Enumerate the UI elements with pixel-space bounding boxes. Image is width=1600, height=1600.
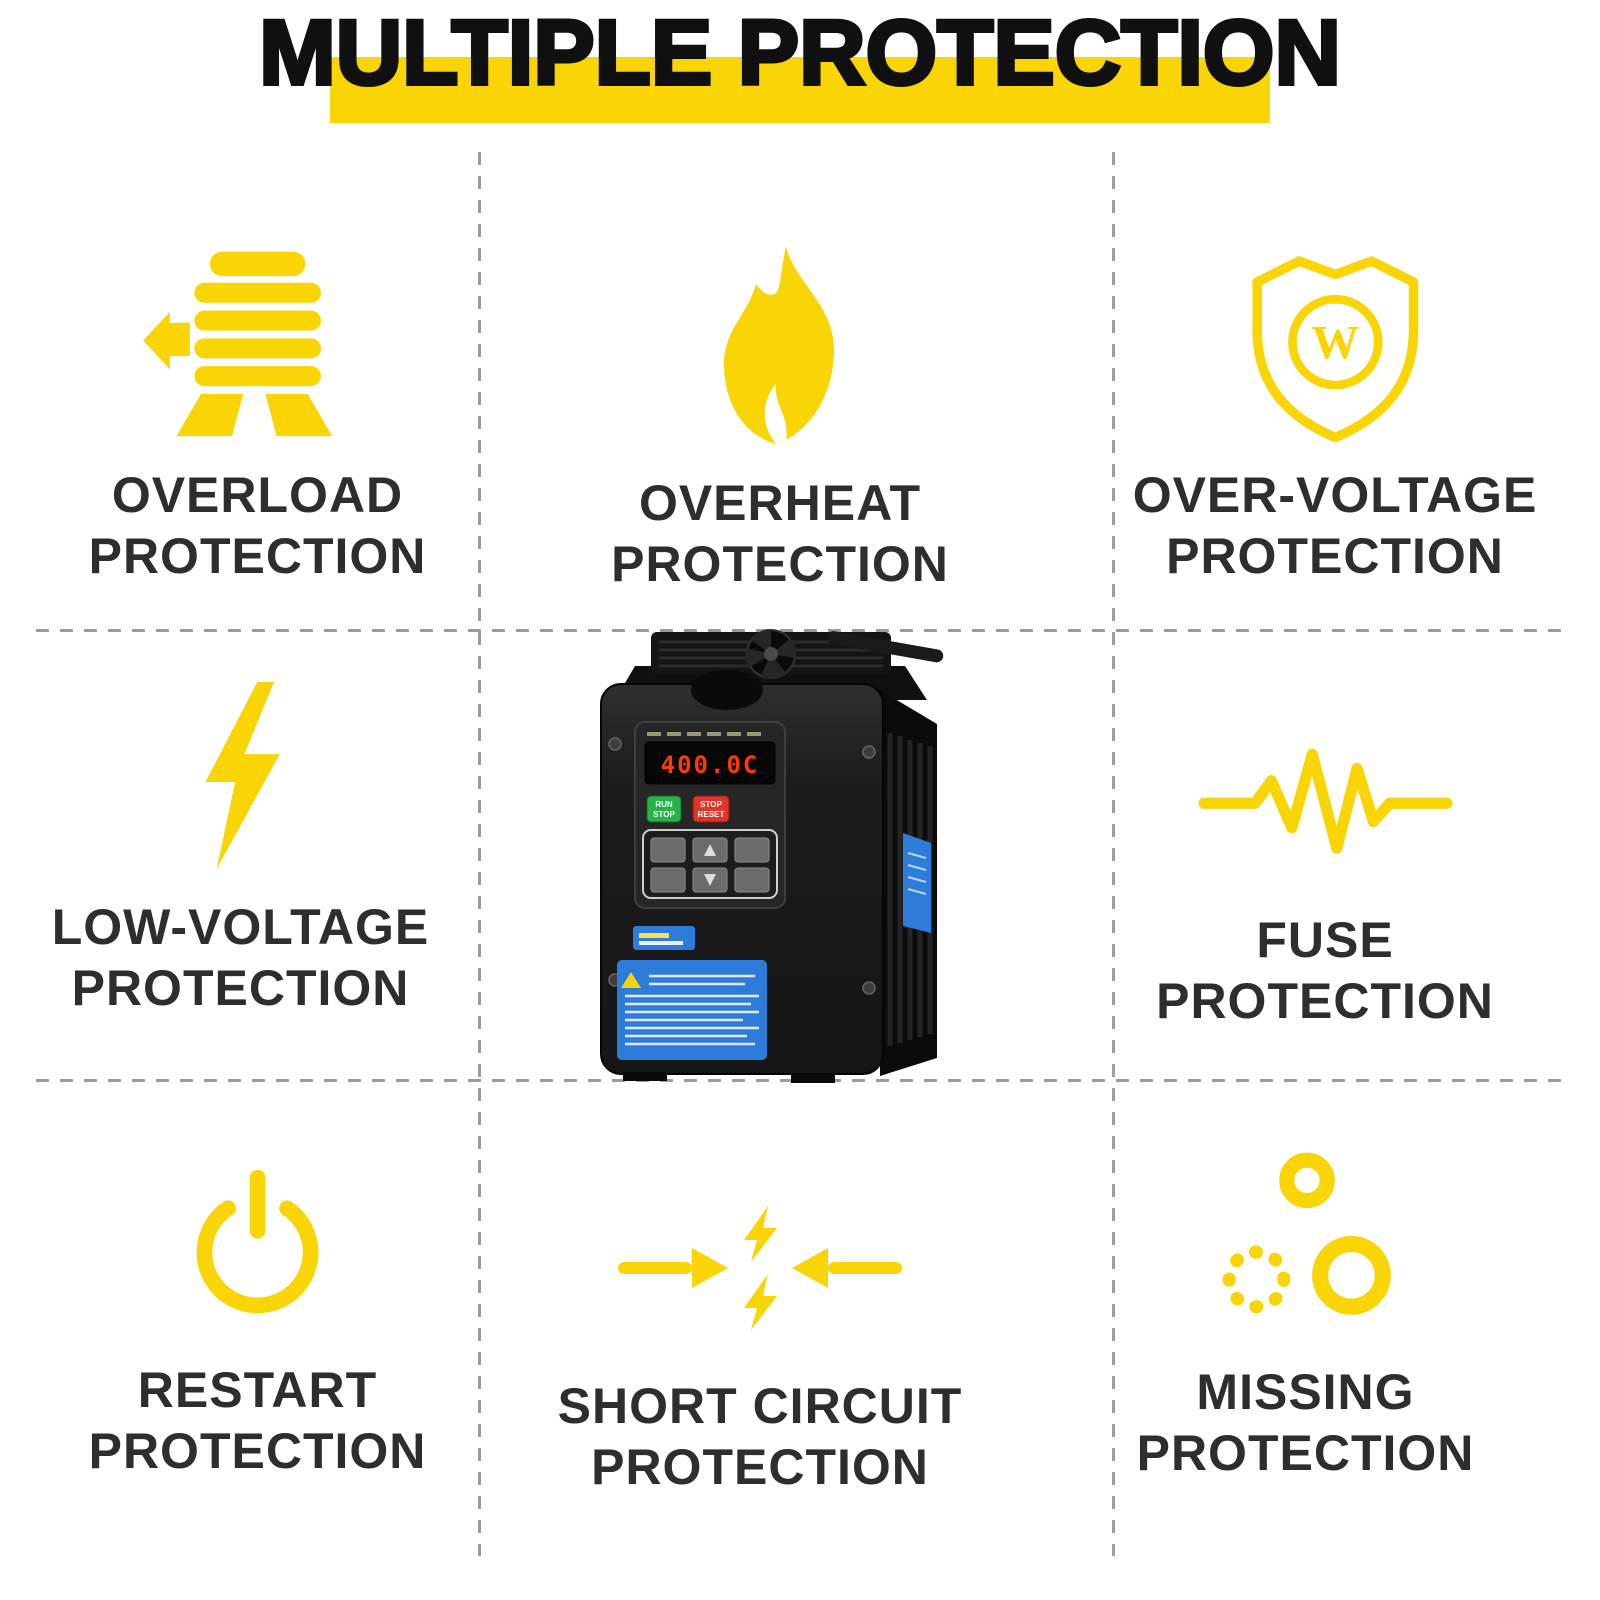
feature-short-circuit: SHORT CIRCUIT PROTECTION [525,1196,995,1498]
page-title: MULTIPLE PROTECTION [257,0,1343,106]
feature-label-over-voltage: OVER-VOLTAGE PROTECTION [1132,467,1538,584]
device-display-panel [644,741,776,785]
feature-label-overheat: OVERHEAT PROTECTION [611,475,949,592]
motor-icon [143,251,332,437]
device-side-sticker [903,833,931,933]
svg-text:W: W [1311,317,1359,369]
device-brand-label [633,926,695,950]
feature-label-short-circuit: SHORT CIRCUIT PROTECTION [557,1378,963,1495]
missing-phase-icon [1222,1152,1391,1315]
feature-label-restart: RESTART PROTECTION [88,1362,427,1479]
feature-missing: MISSING PROTECTION [1083,1146,1528,1484]
svg-text:RUN: RUN [655,800,673,809]
feature-over-voltage: W OVER-VOLTAGE PROTECTION [1100,242,1570,587]
flame-icon [724,246,834,444]
pulse-wave-icon [1198,748,1452,854]
device-handle [826,631,944,663]
divider-horizontal-top [36,629,1564,632]
svg-text:STOP: STOP [653,810,675,819]
vfd-product-image: 400.0C RUN STOP STOP RESET [600,629,944,1083]
warning-triangle-icon [621,972,641,988]
divider-vertical-left [478,152,481,1556]
device-top-vents [615,629,944,700]
title-highlight-bar [330,57,1270,123]
feature-restart: RESTART PROTECTION [35,1162,480,1482]
device-display-readout: 400.0C [661,751,760,779]
feature-label-fuse: FUSE PROTECTION [1156,912,1494,1030]
shield-w-icon: W [1252,256,1418,443]
feature-low-voltage: LOW-VOLTAGE PROTECTION [18,678,463,1019]
header: MULTIPLE PROTECTION [0,0,1600,150]
feature-label-low-voltage: LOW-VOLTAGE PROTECTION [51,899,430,1016]
lightning-bolt-icon [205,681,280,870]
feature-label-overload: OVERLOAD PROTECTION [88,467,427,584]
device-control-panel: 400.0C RUN STOP STOP RESET [634,721,786,909]
feature-overheat: OVERHEAT PROTECTION [560,238,1000,595]
svg-text:STOP: STOP [700,800,722,809]
feature-label-missing: MISSING PROTECTION [1136,1364,1475,1481]
device-side-panel [880,690,937,1076]
short-circuit-icon [618,1206,902,1330]
device-warning-label [617,960,767,1060]
device-run-button [646,795,682,823]
divider-vertical-right [1112,152,1115,1556]
power-icon [196,1169,319,1314]
feature-fuse: FUSE PROTECTION [1100,740,1550,1032]
feature-overload: OVERLOAD PROTECTION [35,245,480,587]
device-stop-button [692,795,730,823]
svg-text:RESET: RESET [698,810,725,819]
